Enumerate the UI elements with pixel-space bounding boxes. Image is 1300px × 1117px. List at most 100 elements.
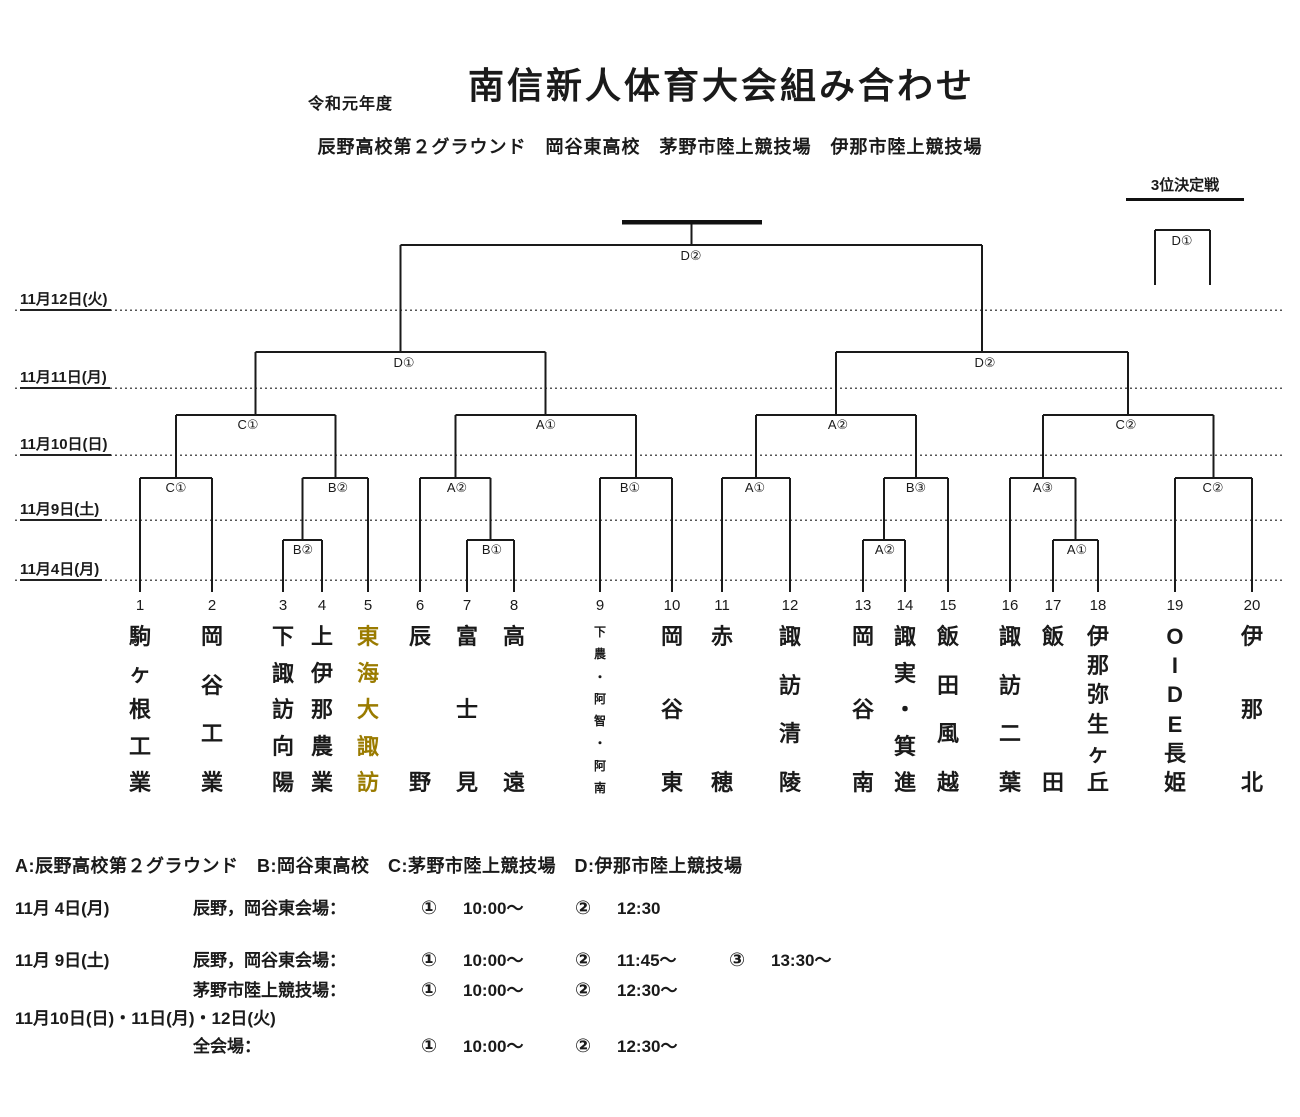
- round1-connectors: [283, 478, 1098, 541]
- third-place-title: 3位決定戦: [1126, 174, 1244, 201]
- schedule-venue: 茅野市陸上競技場：: [193, 981, 346, 1000]
- team-number: 19: [1166, 597, 1184, 614]
- team-column-18: 18 伊那弥生ヶ丘: [1087, 596, 1109, 794]
- bracket-lines: [15, 219, 1285, 592]
- team-number: 7: [462, 597, 472, 614]
- quarterfinal-connectors: [176, 352, 1214, 416]
- slot-mark: ②: [575, 898, 592, 919]
- date-label-4: 11月4日(月): [20, 561, 103, 581]
- team-column-6: 6 辰野: [409, 596, 431, 794]
- match-label-r1-4: A①: [1064, 542, 1090, 557]
- round2-connectors: [140, 415, 1252, 479]
- venues-subtitle: 辰野高校第２グラウンド 岡谷東高校 茅野市陸上競技場 伊那市陸上競技場: [317, 137, 983, 157]
- team-number: 16: [1001, 597, 1019, 614]
- match-label-qf-1: C①: [235, 417, 261, 432]
- team-number: 11: [714, 597, 730, 614]
- team-name: 諏実・箕進: [893, 624, 917, 795]
- slot-mark: ②: [575, 980, 592, 1001]
- match-label-sf-right: D②: [972, 355, 998, 370]
- team-column-5: 5 東海大諏訪: [357, 596, 379, 794]
- slot-mark: ①: [421, 950, 438, 971]
- slot-time: 12:30～: [617, 1037, 678, 1056]
- slot-time: 10:00～: [463, 981, 524, 1000]
- team-column-13: 13 岡谷南: [852, 596, 874, 794]
- team-number: 17: [1044, 597, 1062, 614]
- date-dotted-lines: [15, 309, 1285, 581]
- team-number: 6: [415, 597, 425, 614]
- team-number: 10: [663, 597, 681, 614]
- slot-mark: ①: [421, 980, 438, 1001]
- match-label-r1-1: B②: [290, 542, 316, 557]
- slot-mark: ③: [729, 950, 746, 971]
- match-label-final: D②: [678, 248, 704, 263]
- team-name: 岡谷工業: [200, 624, 224, 795]
- team-number: 4: [317, 597, 327, 614]
- team-name: 辰野: [408, 624, 432, 795]
- slot-time: 10:00～: [463, 899, 524, 918]
- page-title: 南信新人体育大会組み合わせ: [468, 65, 976, 106]
- team-name: 駒ヶ根工業: [128, 624, 152, 795]
- match-label-sf-left: D①: [391, 355, 417, 370]
- schedule-row-1: 11月 9日(土) 辰野，岡谷東会場： ① 10:00～ ② 11:45～ ③ 13:30～: [15, 950, 883, 972]
- team-number: 8: [509, 597, 519, 614]
- slot-time: 11:45～: [617, 951, 677, 970]
- team-number: 20: [1243, 597, 1261, 614]
- slot-time: 10:00～: [463, 1037, 524, 1056]
- team-number: 13: [854, 597, 872, 614]
- team-name: 岡谷南: [851, 624, 875, 795]
- schedule-venue: 全会場：: [193, 1037, 261, 1056]
- schedule-date: 11月 9日(土): [15, 951, 110, 970]
- team-name: 伊那弥生ヶ丘: [1086, 624, 1110, 795]
- slot-mark: ①: [421, 1036, 438, 1057]
- team-number: 18: [1089, 597, 1107, 614]
- slot-mark: ②: [575, 950, 592, 971]
- team-number: 3: [278, 597, 288, 614]
- team-column-8: 8 高遠: [503, 596, 525, 794]
- match-label-r2-1: C①: [163, 480, 189, 495]
- slot-time: 10:00～: [463, 951, 524, 970]
- schedule-date: [15, 1036, 193, 1058]
- team-name: 富士見: [455, 624, 479, 795]
- team-name: 飯田: [1041, 624, 1065, 795]
- team-name: 赤穂: [710, 624, 734, 795]
- date-label-3: 11月9日(土): [20, 501, 103, 521]
- team-number: 5: [363, 597, 373, 614]
- team-column-3: 3 下諏訪向陽: [272, 596, 294, 794]
- match-label-qf-2: A①: [533, 417, 559, 432]
- date-label-2: 11月10日(日): [20, 436, 111, 456]
- match-label-r2-2: B②: [325, 480, 351, 495]
- match-label-qf-4: C②: [1113, 417, 1139, 432]
- team-lines: [139, 478, 1253, 592]
- date-label-1: 11月11日(月): [20, 369, 110, 389]
- third-place-connector: [1154, 229, 1211, 285]
- final-connector: [400, 219, 982, 246]
- venue-key: A:辰野高校第２グラウンド B:岡谷東高校 C:茅野市陸上競技場 D:伊那市陸上…: [15, 856, 743, 876]
- schedule-venue: 辰野，岡谷東会場：: [193, 899, 346, 918]
- team-column-17: 17 飯田: [1042, 596, 1064, 794]
- team-column-2: 2 岡谷工業: [201, 596, 223, 794]
- match-label-r1-2: B①: [479, 542, 505, 557]
- team-name: 東海大諏訪: [356, 624, 380, 795]
- schedule-venue: 辰野，岡谷東会場：: [193, 951, 346, 970]
- date-label-0: 11月12日(火): [20, 291, 111, 311]
- slot-time: 13:30～: [771, 951, 832, 970]
- match-label-third: D①: [1169, 233, 1195, 248]
- match-label-r2-6: B③: [903, 480, 929, 495]
- team-name: 高遠: [502, 624, 526, 795]
- team-name: 飯田風越: [936, 624, 960, 795]
- team-number: 2: [207, 597, 217, 614]
- team-name: 諏訪二葉: [998, 624, 1022, 795]
- team-column-16: 16 諏訪二葉: [999, 596, 1021, 794]
- team-name: 下諏訪向陽: [271, 624, 295, 795]
